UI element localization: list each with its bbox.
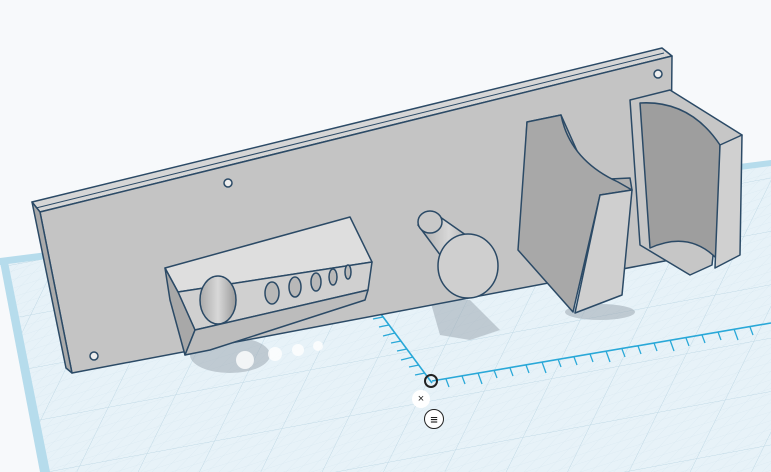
- tool-holder-block[interactable]: [164, 216, 373, 356]
- cylinder-clamp-right[interactable]: [629, 89, 743, 276]
- cylinder-clamp-left[interactable]: [517, 114, 633, 314]
- menu-button[interactable]: ≡: [424, 409, 444, 429]
- model[interactable]: [31, 47, 743, 374]
- close-icon: ×: [417, 393, 425, 405]
- menu-icon: ≡: [430, 411, 438, 427]
- close-button[interactable]: ×: [412, 390, 430, 408]
- hook-peg[interactable]: [417, 210, 499, 299]
- origin-handle[interactable]: [424, 374, 438, 388]
